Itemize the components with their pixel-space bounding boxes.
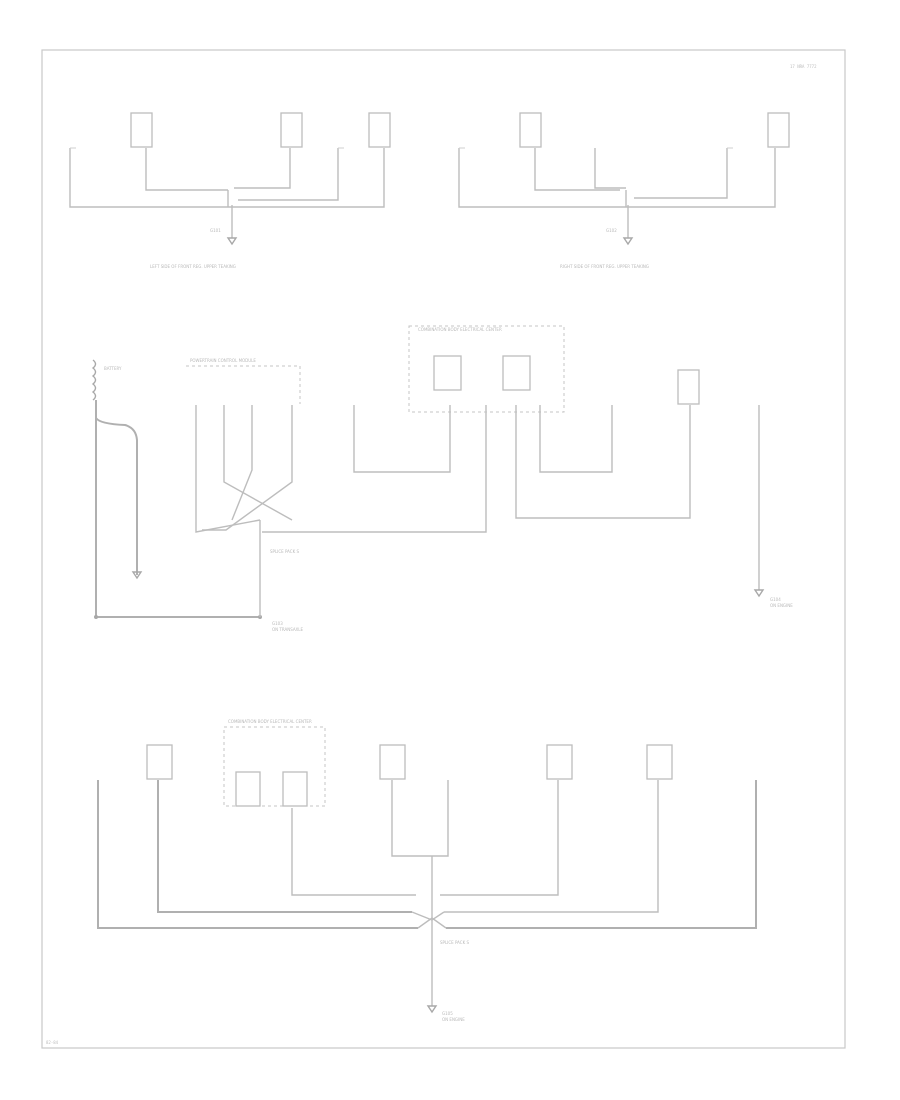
right-ground-arrow (622, 237, 634, 246)
powertrain-module-label: POWERTRAIN CONTROL MODULE (190, 358, 256, 363)
combination-relay-2 (502, 355, 531, 391)
bottom-ground-arrow (426, 1005, 438, 1014)
bottom-relay-2 (282, 771, 308, 807)
top-right-group: G102 RIGHT SIDE OF FRONT REG. UPPER TEAK… (458, 112, 790, 269)
battery-label: BATTERY (104, 366, 122, 371)
top-right-component-2 (767, 112, 790, 148)
corner-id: 17 NRA 7772 (790, 64, 817, 69)
right-ground-location: RIGHT SIDE OF FRONT REG. UPPER TEAKING (560, 264, 649, 269)
combination-module-label: COMBINATION BODY ELECTRICAL CENTER (418, 327, 502, 332)
bottom-component-1 (146, 744, 173, 780)
battery-symbol (91, 359, 97, 401)
middle-right-component (677, 369, 700, 405)
top-left-component-3 (368, 112, 391, 148)
trans-ground-location: ON TRANSAXLE (272, 627, 304, 632)
trans-ground-label: G103 (272, 621, 283, 626)
bottom-combination-label: COMBINATION BODY ELECTRICAL CENTER (228, 719, 312, 724)
combination-module-outline (408, 325, 565, 413)
bottom-component-4 (646, 744, 673, 780)
diagram-frame (41, 49, 846, 1049)
top-left-component-1 (130, 112, 153, 148)
bottom-component-2 (379, 744, 406, 780)
powertrain-module-outline (186, 365, 301, 404)
bottom-component-3 (546, 744, 573, 780)
splice-note-middle: SPLICE PACK S (270, 549, 299, 554)
bottom-combination-outline (223, 726, 326, 807)
bottom-ground-location: ON ENGINE (442, 1017, 465, 1022)
combination-relay-1 (433, 355, 462, 391)
middle-group: BATTERY POWERTRAIN CONTROL MODULE COMBIN… (91, 325, 793, 632)
battery-ground-arrow (131, 571, 143, 580)
left-ground-location: LEFT SIDE OF FRONT REG. UPPER TEAKING (150, 264, 236, 269)
right-ground-drop-label: G102 (606, 228, 617, 233)
engine-ground-location: ON ENGINE (770, 603, 793, 608)
bottom-group: COMBINATION BODY ELECTRICAL CENTER G105 … (97, 719, 757, 1022)
left-ground-drop-label: G101 (210, 228, 221, 233)
engine-ground-label: G104 (770, 597, 781, 602)
engine-ground-arrow (753, 589, 765, 598)
bottom-relay-1 (235, 771, 261, 807)
left-ground-arrow (226, 237, 238, 246)
top-left-component-2 (280, 112, 303, 148)
page-id: 82-84 (46, 1040, 59, 1045)
bottom-ground-label: G105 (442, 1011, 453, 1016)
top-right-component-1 (519, 112, 542, 148)
top-left-group: G101 LEFT SIDE OF FRONT REG. UPPER TEAKI… (69, 112, 391, 269)
splice-note-bottom: SPLICE PACK S (440, 940, 469, 945)
